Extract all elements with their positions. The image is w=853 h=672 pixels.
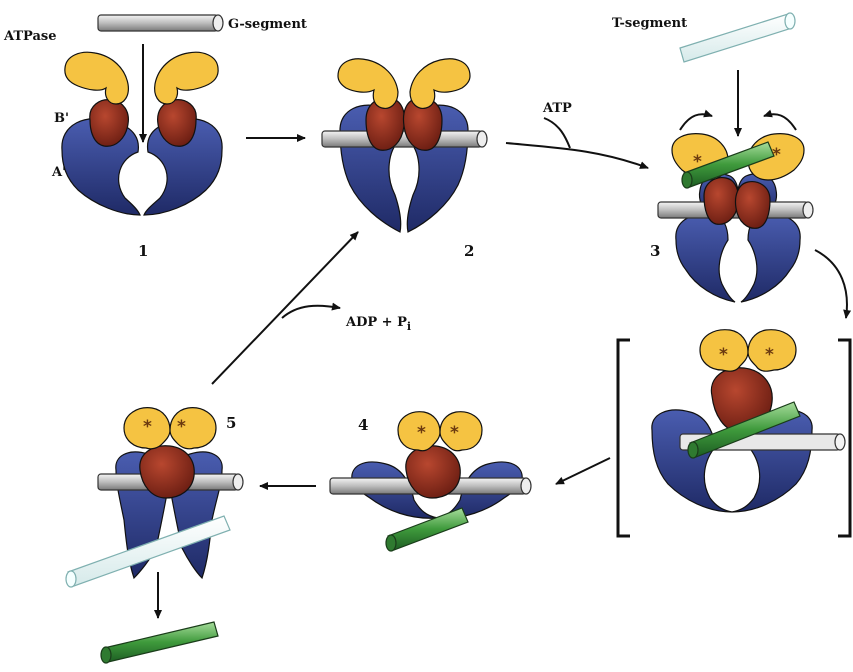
b-prime-domain-right [157, 99, 197, 147]
atpase-domain-right [409, 58, 471, 109]
label-b-prime: B' [54, 111, 69, 126]
step-number-3: 3 [650, 242, 660, 260]
atp-bound-star: * [719, 345, 728, 365]
g-segment-rod [321, 130, 488, 148]
arrow-3-to-bracket [814, 249, 852, 319]
atp-bound-star: * [143, 417, 152, 437]
step-number-4: 4 [358, 416, 368, 434]
a-prime-domain-left [651, 409, 733, 513]
bracket-right [838, 338, 852, 538]
arrow-atpase-right-rotate [763, 109, 797, 131]
state-2-enzyme [321, 58, 488, 233]
atpase-domain-right [169, 407, 217, 450]
atpase-domain-left [123, 407, 171, 450]
arrow-atpase-left-rotate [679, 109, 713, 131]
label-a-prime: A' [51, 165, 66, 180]
arrow-2-to-3 [505, 142, 649, 169]
t-segment-rod-green [385, 507, 469, 552]
b-prime-domain-left [703, 177, 740, 225]
t-segment-rod-green [681, 141, 775, 189]
arrows [139, 44, 852, 619]
b-prime-domain [139, 445, 195, 499]
atp-bound-star: * [693, 152, 702, 172]
label-adp-pi: ADP + Pi [345, 315, 411, 333]
label-atp: ATP [542, 101, 572, 116]
atp-bound-star: * [450, 423, 459, 443]
atpase-domain-left [699, 329, 749, 372]
atp-bound-star: * [417, 423, 426, 443]
arrow-5-to-2 [211, 231, 359, 385]
atpase-domain-left [397, 411, 441, 452]
arrow-adp-release [281, 302, 341, 319]
bracket-left [616, 338, 630, 538]
bracket-intermediate-enzyme [651, 329, 846, 513]
arrow-atp-input [543, 117, 571, 149]
atpase-domain-right [154, 51, 219, 105]
label-adp-pi-subscript: i [407, 320, 411, 333]
atp-bound-star: * [177, 417, 186, 437]
t-segment-rod-pale [65, 515, 231, 588]
label-t-segment: T-segment [612, 16, 687, 31]
atp-bound-star: * [765, 345, 774, 365]
state-4-enzyme [329, 411, 532, 552]
atpase-domain-left [64, 51, 129, 105]
atpase-domain-right [747, 329, 797, 372]
b-prime-domain-right [734, 181, 771, 229]
t-segment-rod-pale [679, 12, 796, 63]
atp-bound-star: * [772, 145, 781, 165]
b-prime-domain-left [89, 99, 129, 147]
arrow-bracket-to-4 [555, 457, 611, 485]
b-prime-domain [405, 445, 461, 499]
a-prime-domain-left [675, 213, 736, 303]
t-segment-rod-green-released [100, 621, 219, 664]
state-5-enzyme [65, 407, 244, 664]
label-g-segment: G-segment [228, 17, 307, 32]
step-number-1: 1 [138, 242, 148, 260]
atpase-domain-left [337, 58, 399, 109]
label-atpase: ATPase [3, 29, 57, 44]
t-segment-rod-green [687, 401, 801, 459]
atpase-domain-right [439, 411, 483, 452]
g-segment-rod [97, 14, 224, 32]
state-1-enzyme [61, 14, 224, 216]
state-3-enzyme [657, 12, 814, 303]
step-number-2: 2 [464, 242, 474, 260]
step-number-5: 5 [226, 414, 236, 432]
